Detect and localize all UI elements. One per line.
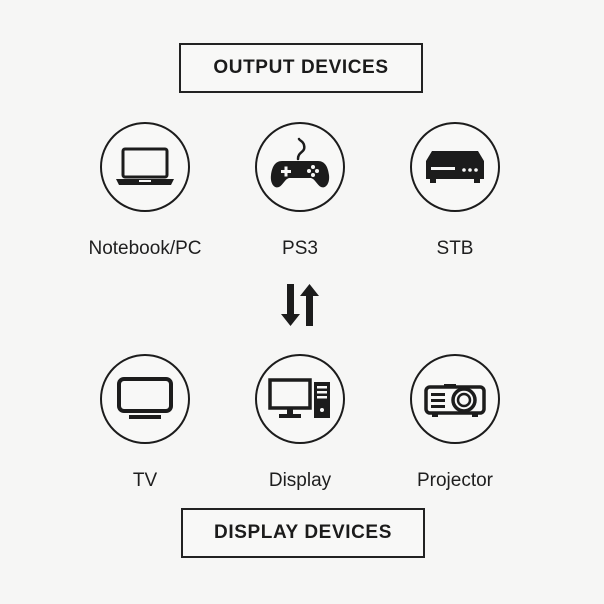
device-label: STB (436, 238, 474, 259)
tv-icon (100, 354, 190, 444)
output-devices-heading: OUTPUT DEVICES (179, 43, 423, 93)
display-devices-title: DISPLAY DEVICES (214, 522, 392, 543)
device-display: Display (225, 354, 375, 492)
output-devices-title: OUTPUT DEVICES (213, 57, 389, 78)
device-label: PS3 (282, 238, 318, 259)
device-label: Display (268, 470, 332, 491)
device-notebook-pc: Notebook/PC (70, 122, 220, 260)
device-label: Projector (416, 470, 494, 491)
projector-icon (410, 354, 500, 444)
device-tv: TV (70, 354, 220, 492)
device-projector: Projector (380, 354, 530, 492)
set-top-box-icon (410, 122, 500, 212)
display-devices-heading: DISPLAY DEVICES (181, 508, 425, 558)
gamepad-icon (255, 122, 345, 212)
desktop-computer-icon (255, 354, 345, 444)
device-stb: STB (380, 122, 530, 260)
device-label: TV (132, 470, 158, 491)
device-ps3: PS3 (225, 122, 375, 260)
laptop-icon (100, 122, 190, 212)
device-label: Notebook/PC (88, 238, 202, 259)
bidirectional-arrows-icon (281, 284, 319, 326)
